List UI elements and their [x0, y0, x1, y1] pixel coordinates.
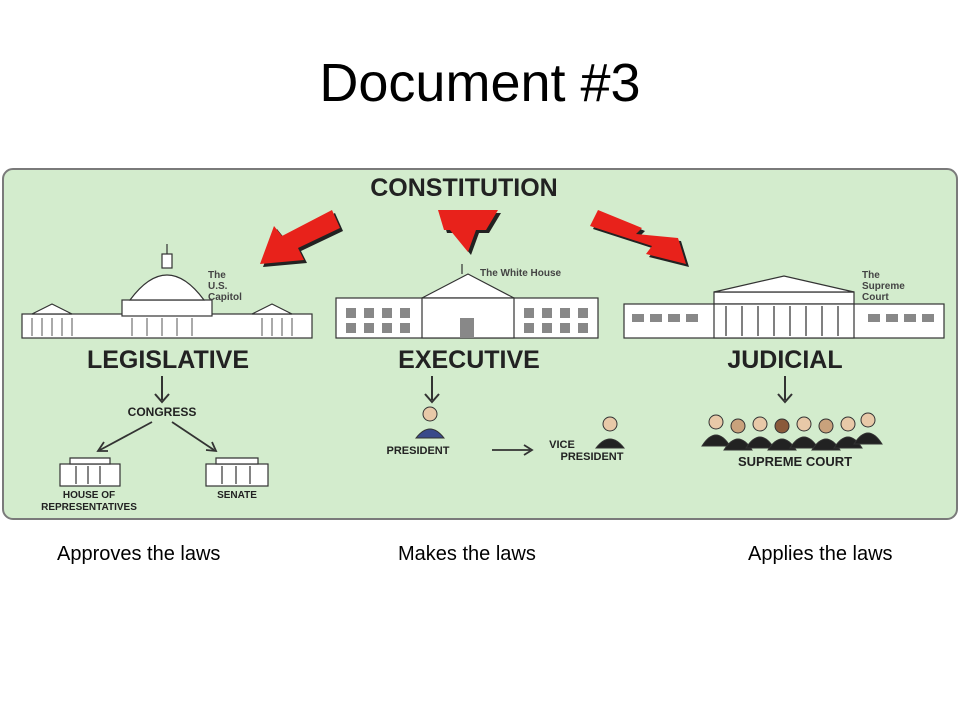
- white-house-icon: [335, 264, 599, 339]
- judicial-caption: Applies the laws: [748, 543, 893, 565]
- executive-label: EXECUTIVE: [398, 346, 540, 374]
- government-diagram: CONSTITUTION The U.S. Capitol: [2, 168, 958, 520]
- president-to-vice-arrow: [492, 444, 534, 456]
- justices-group-icon: [701, 412, 883, 451]
- president-figure-icon: [414, 406, 446, 439]
- congress-label: CONGRESS: [128, 405, 197, 419]
- legislative-down-arrow: [154, 376, 170, 404]
- legislative-label: LEGISLATIVE: [87, 346, 249, 374]
- capitol-caption-line3: Capitol: [208, 292, 242, 303]
- capitol-building-icon: [21, 244, 313, 339]
- court-caption-line3: Court: [862, 292, 889, 303]
- senate-label: SENATE: [217, 490, 257, 501]
- slide-title: Document #3: [319, 53, 641, 113]
- white-house-caption: The White House: [480, 268, 562, 279]
- arrow-to-executive: [438, 210, 501, 255]
- supreme-court-building-icon: [623, 275, 945, 339]
- arrow-to-legislative: [260, 210, 343, 267]
- capitol-caption-line1: The: [208, 270, 226, 281]
- executive-caption: Makes the laws: [398, 543, 536, 565]
- executive-down-arrow: [424, 376, 440, 404]
- vice-label: VICE: [549, 439, 575, 451]
- court-caption-line2: Supreme: [862, 281, 905, 292]
- house-label-line2: REPRESENTATIVES: [41, 502, 137, 513]
- constitution-label: CONSTITUTION: [370, 174, 558, 202]
- judicial-label: JUDICIAL: [727, 346, 842, 374]
- vice-president-label: PRESIDENT: [561, 451, 624, 463]
- senate-building-icon: [205, 457, 269, 487]
- vice-president-figure-icon: [594, 416, 626, 449]
- legislative-caption: Approves the laws: [57, 543, 221, 565]
- president-label: PRESIDENT: [387, 445, 450, 457]
- judicial-down-arrow: [777, 376, 793, 404]
- house-building-icon: [59, 457, 121, 487]
- supreme-court-label: SUPREME COURT: [738, 454, 852, 469]
- house-label-line1: HOUSE OF: [63, 490, 115, 501]
- court-caption-line1: The: [862, 270, 880, 281]
- capitol-caption-line2: U.S.: [208, 281, 228, 292]
- congress-split-arrows: [96, 421, 218, 453]
- arrow-to-judicial: [590, 210, 689, 267]
